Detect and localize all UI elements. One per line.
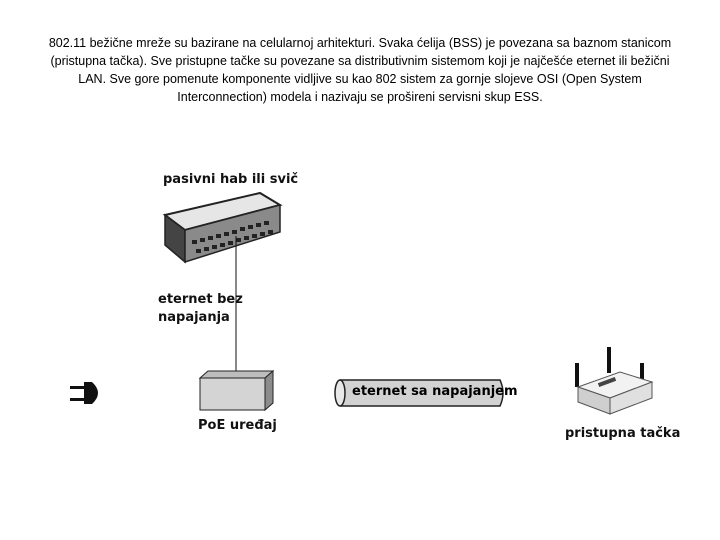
ethernet-unpowered-line1: eternet bez: [158, 292, 243, 307]
access-point-icon: [575, 347, 654, 415]
poe-device-label: PoE uređaj: [198, 418, 277, 433]
switch-icon: [162, 191, 283, 264]
access-point-label: pristupna tačka: [565, 426, 681, 441]
intro-paragraph: 802.11 bežične mreže su bazirane na celu…: [48, 36, 672, 104]
powered-ethernet-label: eternet sa napajanjem: [352, 384, 518, 399]
powered-ethernet-pipe: [334, 379, 504, 407]
power-plug-icon: [70, 382, 98, 404]
ethernet-unpowered-label: eternet bez napajanja: [158, 291, 268, 327]
poe-device-icon: [198, 369, 275, 412]
ethernet-unpowered-line2: napajanja: [158, 310, 230, 325]
switch-label: pasivni hab ili svič: [163, 172, 299, 187]
